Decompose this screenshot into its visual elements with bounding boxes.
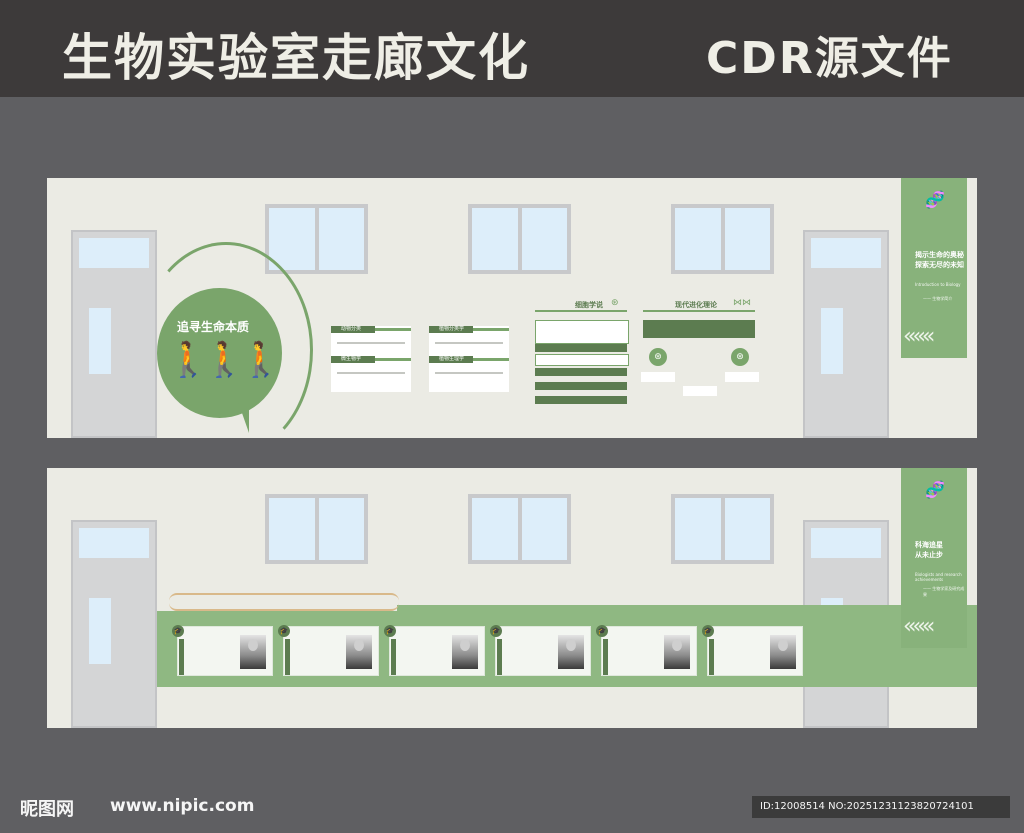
bottom-wall: 🎓 🎓 🎓 🎓 🎓 🎓 🧬 科海追星 从未止步 Biologists and r… [47,468,977,728]
side-panel: 🧬 揭示生命的奥秘 探索无尽的未知 Introduction to Biolog… [901,178,967,358]
watermark-logo: 昵图网 [20,799,74,820]
graduation-cap-icon: 🎓 [596,625,608,637]
portrait-card: 🎓 [278,625,379,676]
speech-bubble-tail [235,393,249,433]
cell-theory-title: 细胞学说 [575,301,603,309]
node-icon: ⊛ [731,348,749,366]
portrait-card: 🎓 [596,625,697,676]
left-door [71,520,157,728]
node-icon: ⊛ [649,348,667,366]
portrait-card: 🎓 [384,625,485,676]
watermark-url: www.nipic.com [110,796,255,816]
graduation-cap-icon: 🎓 [278,625,290,637]
image-id-badge: ID:12008514 NO:20251231123820724101 [752,796,1010,818]
page-title: 生物实验室走廊文化 [62,29,530,87]
cell-theory-text-box [535,320,629,344]
portrait-card: 🎓 [490,625,591,676]
evolution-theory-text-box [643,320,755,338]
window [468,494,571,564]
dna-icon: 🧬 [925,480,945,499]
info-card: 微生物学 [331,356,411,392]
side-panel: 🧬 科海追星 从未止步 Biologists and research achi… [901,468,967,648]
window [671,204,774,274]
evolution-theory-title: 现代进化理论 [675,301,717,309]
decorative-swirl [169,593,399,611]
dna-icon: 🧬 [925,190,945,209]
speech-bubble [157,288,282,418]
window [265,204,368,274]
dna-icon: ⋈⋈ [733,298,751,308]
page-subtitle: CDR源文件 [706,33,953,84]
portrait-card: 🎓 [702,625,803,676]
graduation-cap-icon: 🎓 [384,625,396,637]
arrows-icon: ««« [903,614,935,639]
graduation-cap-icon: 🎓 [490,625,502,637]
portrait-card: 🎓 [172,625,273,676]
bubble-title: 追寻生命本质 [177,320,250,334]
decorative-ring [139,242,313,438]
window [265,494,368,564]
window [671,494,774,564]
info-card: 植物生理学 [429,356,509,392]
header-bar: 生物实验室走廊文化 CDR源文件 [0,0,1024,97]
human-evolution-icon: 🚶🚶🚶 [167,340,282,380]
cell-icon: ⊛ [611,298,619,308]
window [468,204,571,274]
graduation-cap-icon: 🎓 [702,625,714,637]
arrows-icon: ««« [903,324,935,349]
right-door [803,230,889,438]
graduation-cap-icon: 🎓 [172,625,184,637]
top-wall: 追寻生命本质 🚶🚶🚶 动物分类 植物分类学 微生物学 植物生理学 细胞学说 ⊛ … [47,178,977,438]
